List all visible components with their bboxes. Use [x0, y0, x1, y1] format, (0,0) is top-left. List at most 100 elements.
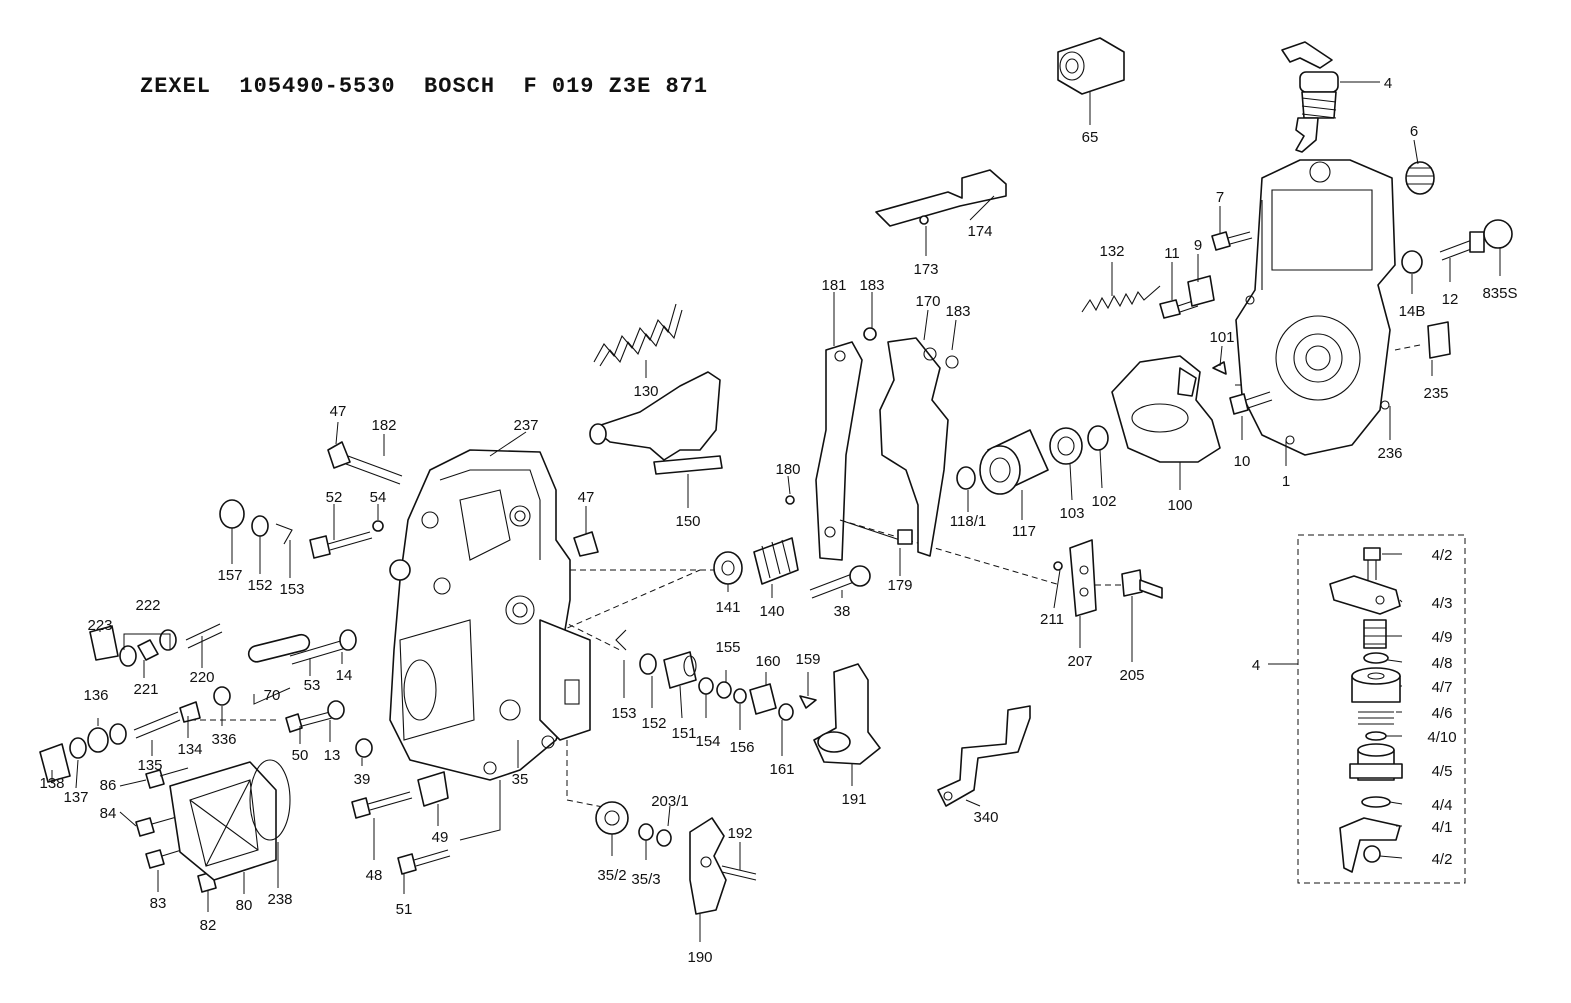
part-label: 336 [211, 731, 236, 748]
part-label: 102 [1091, 493, 1116, 510]
part-label: 53 [304, 677, 321, 694]
shaft-parts [615, 629, 817, 721]
part-label: 130 [633, 383, 658, 400]
part-label: 13 [324, 747, 341, 764]
governor-cover-237 [389, 449, 591, 781]
part-label: 14 [336, 667, 353, 684]
part-label: 152 [247, 577, 272, 594]
parts-205-211 [1053, 539, 1163, 617]
part-label: 222 [135, 597, 160, 614]
part-label: 4/4 [1432, 797, 1453, 814]
part-label: 11 [1164, 245, 1180, 262]
part-label: 48 [366, 867, 383, 884]
part-label: 153 [611, 705, 636, 722]
part-label: 4/9 [1432, 629, 1453, 646]
part-label: 7 [1216, 189, 1224, 206]
part-label: 9 [1194, 237, 1202, 254]
part-label: 190 [687, 949, 712, 966]
part-label: 39 [354, 771, 371, 788]
part-label: 1 [1282, 473, 1290, 490]
part-label: 150 [675, 513, 700, 530]
lever-170 [863, 327, 959, 557]
part-label: 137 [63, 789, 88, 806]
part-label: 47 [578, 489, 595, 506]
part-label: 101 [1209, 329, 1234, 346]
part-label: 4/2 [1432, 547, 1453, 564]
part-label: 203/1 [651, 793, 689, 810]
part-label: 192 [727, 825, 752, 842]
part-label: 132 [1099, 243, 1124, 260]
leader-lines [51, 81, 1501, 942]
part-label: 6 [1410, 123, 1418, 140]
part-label: 38 [834, 603, 851, 620]
part-label: 4/3 [1432, 595, 1453, 612]
part-label: 80 [236, 897, 253, 914]
part-label: 4/2 [1432, 851, 1453, 868]
part-label: 170 [915, 293, 940, 310]
part-label: 205 [1119, 667, 1144, 684]
part-label: 117 [1012, 523, 1036, 540]
bracket-174 [875, 169, 1007, 227]
part-label: 4/7 [1432, 679, 1453, 696]
part-label: 180 [775, 461, 800, 478]
part-label: 4/10 [1427, 729, 1456, 746]
part-label: 173 [913, 261, 938, 278]
part-label: 238 [267, 891, 292, 908]
part-label: 835S [1482, 285, 1517, 302]
part-label: 47 [330, 403, 347, 420]
part-label: 83 [150, 895, 167, 912]
part-label: 51 [396, 901, 413, 918]
part-label: 140 [759, 603, 784, 620]
plug-6 [1405, 161, 1435, 195]
part-label: 84 [100, 805, 117, 822]
gasket-238 [249, 759, 291, 841]
part-label: 160 [755, 653, 780, 670]
part-label: 183 [859, 277, 884, 294]
part-label: 156 [729, 739, 754, 756]
part-label: 237 [513, 417, 538, 434]
part-label: 154 [695, 733, 720, 750]
part-label: 211 [1040, 611, 1064, 628]
part-label: 4 [1384, 75, 1392, 92]
diagram-title: ZEXEL 105490-5530 BOSCH F 019 Z3E 871 [140, 74, 709, 99]
part-label: 4/6 [1432, 705, 1453, 722]
part-label: 118/1 [950, 513, 986, 530]
part-label: 207 [1067, 653, 1092, 670]
bracket-191 [813, 663, 881, 765]
part-label: 179 [887, 577, 912, 594]
lever-150 [589, 371, 723, 475]
part-label: 35 [512, 771, 529, 788]
part-label: 49 [432, 829, 449, 846]
part-label: 134 [177, 741, 202, 758]
part-label: 340 [973, 809, 998, 826]
part-label: 138 [39, 775, 64, 792]
part-label: 65 [1082, 129, 1099, 146]
part-label: 151 [671, 725, 696, 742]
part-label: 191 [841, 791, 866, 808]
part-label: 86 [100, 777, 117, 794]
part-label: 54 [370, 489, 387, 506]
plate-80 [169, 761, 277, 881]
part-label: 223 [87, 617, 112, 634]
part-label: 4/1 [1432, 819, 1453, 836]
flyweight-100 [1111, 355, 1221, 463]
parts-190-203 [595, 801, 757, 915]
spring-130 [593, 303, 683, 367]
part-label: 235 [1423, 385, 1448, 402]
part-label: 161 [769, 761, 794, 778]
left-fasteners [39, 441, 599, 893]
part-label: 153 [279, 581, 304, 598]
part-label: 100 [1167, 497, 1192, 514]
part-label: 82 [200, 917, 217, 934]
part-label: 70 [264, 687, 281, 704]
part-label: 221 [133, 681, 158, 698]
part-label: 50 [292, 747, 309, 764]
part-label: 4 [1252, 657, 1260, 674]
sleeve-117 [956, 429, 1049, 495]
ring-102-103 [1049, 425, 1109, 465]
part-label: 4/8 [1432, 655, 1453, 672]
part-label: 236 [1377, 445, 1402, 462]
part-label: 35/2 [597, 867, 626, 884]
part-label: 136 [83, 687, 108, 704]
